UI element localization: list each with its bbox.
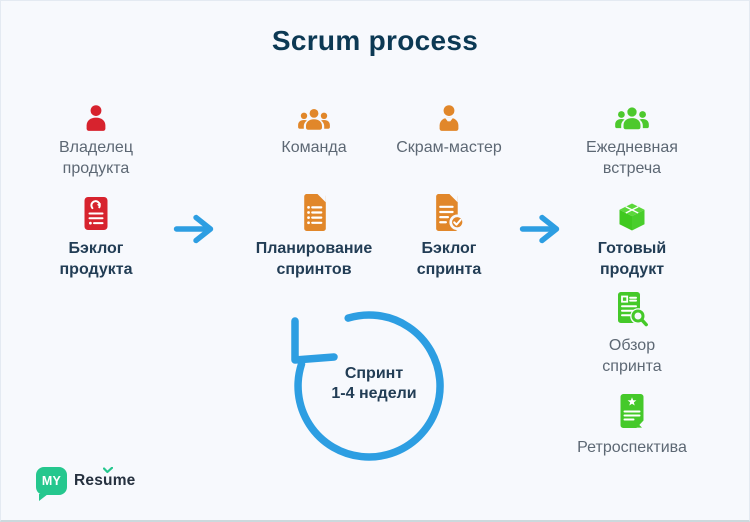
role-label: Скрам-мастер	[396, 139, 502, 156]
step-product-backlog: Бэклог продукта	[21, 187, 171, 280]
role-label: Владелец продукта	[58, 139, 133, 177]
loop-arrow-icon	[291, 311, 444, 461]
checklist-icon	[239, 187, 389, 231]
doc-check-icon	[374, 187, 524, 231]
check-caron-icon	[103, 467, 113, 474]
step-sprint-backlog: Бэклог спринта	[374, 187, 524, 280]
step-finished-product: Готовый продукт	[557, 187, 707, 280]
step-label: Готовый продукт	[597, 240, 667, 278]
page-title: Scrum process	[271, 25, 479, 56]
certificate-icon	[557, 389, 707, 431]
role-label: Команда	[281, 139, 347, 156]
role-team: Команда	[239, 98, 389, 158]
logo-name-text: Resume	[74, 472, 136, 489]
ceremony-sprint-review: Обзор спринта	[557, 287, 707, 377]
arrow-right-icon	[519, 214, 560, 244]
logo-name: Resume	[74, 467, 136, 490]
myresume-logo: MY Resume	[36, 467, 136, 501]
step-label: Бэклог спринта	[416, 240, 482, 278]
team-icon	[557, 98, 707, 132]
backlog-icon	[21, 187, 171, 231]
step-label: Планирование спринтов	[255, 240, 373, 278]
sprint-loop-label: Спринт 1-4 недели	[331, 365, 417, 402]
doc-magnifier-icon	[557, 287, 707, 329]
ceremony-label: Обзор спринта	[602, 337, 662, 375]
logo-bubble-icon: MY	[36, 467, 67, 501]
arrow-right-icon	[173, 214, 214, 244]
person-icon	[21, 98, 171, 132]
step-label: Бэклог продукта	[59, 240, 133, 278]
role-scrum-master: Скрам-мастер	[374, 98, 524, 158]
team-icon	[239, 98, 389, 132]
person-tie-icon	[374, 98, 524, 132]
role-label: Ежедневная встреча	[586, 139, 678, 177]
ceremony-label: Ретроспектива	[577, 439, 687, 456]
box-icon	[557, 187, 707, 231]
ceremony-retrospective: Ретроспектива	[557, 389, 707, 458]
step-sprint-planning: Планирование спринтов	[239, 187, 389, 280]
role-daily-meeting: Ежедневная встреча	[557, 98, 707, 179]
logo-badge-text: MY	[41, 474, 62, 488]
role-product-owner: Владелец продукта	[21, 98, 171, 179]
